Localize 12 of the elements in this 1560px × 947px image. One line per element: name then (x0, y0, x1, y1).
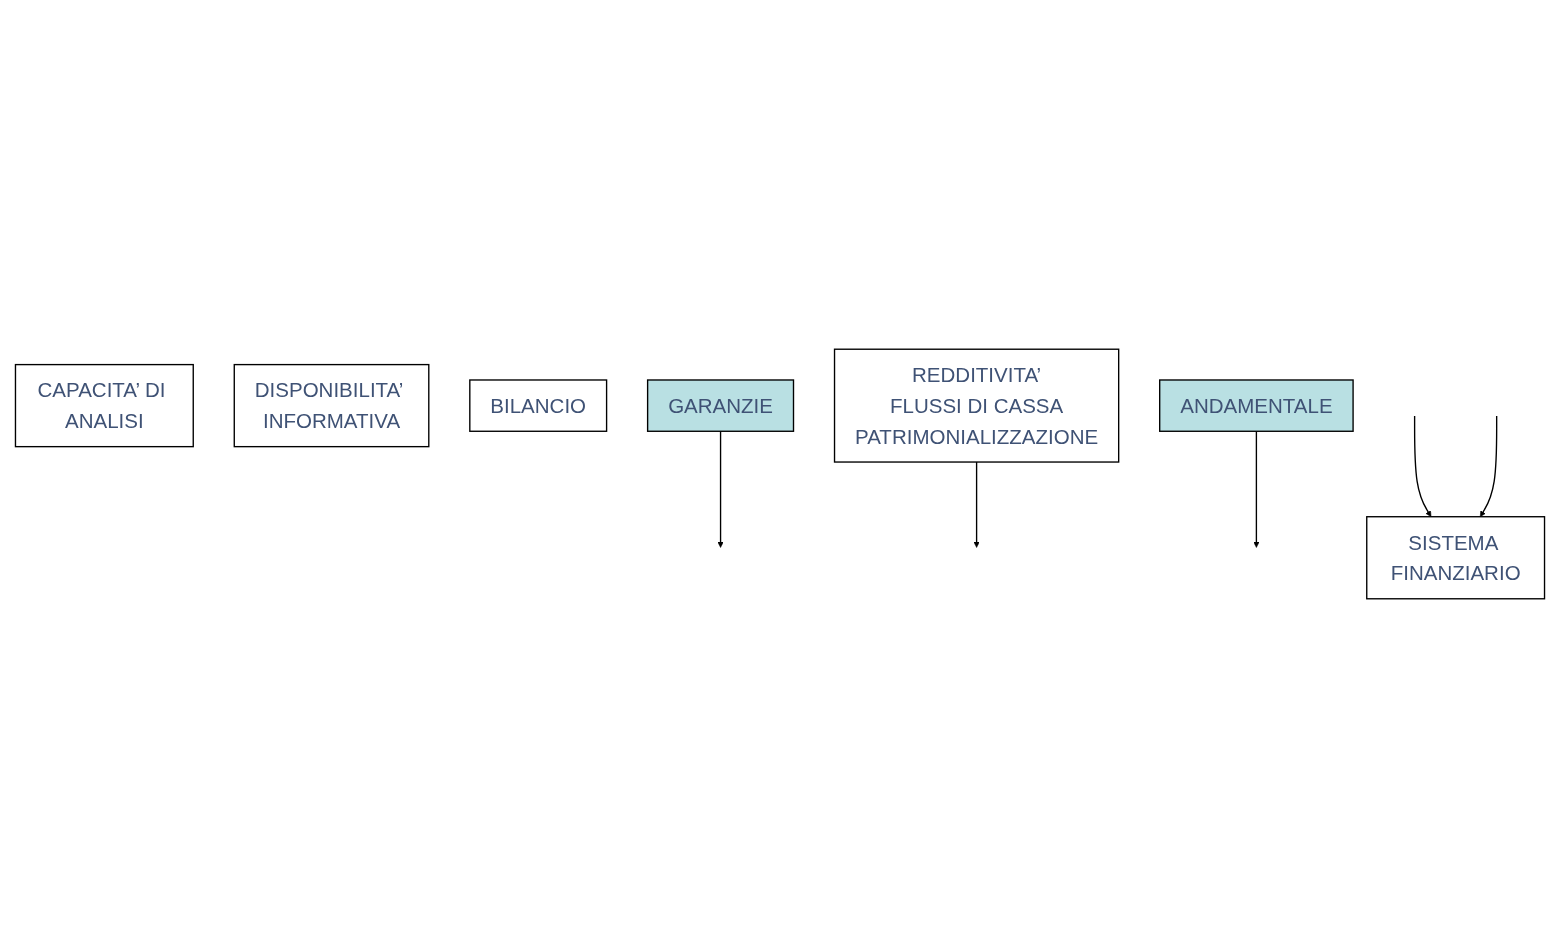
arrow (1480, 414, 1498, 517)
arrow (1413, 414, 1432, 517)
arrow (717, 430, 724, 548)
node-box: SISTEMA FINANZIARIO (1366, 515, 1546, 599)
node-box: DISPONIBILITA’ INFORMATIVA (233, 363, 430, 447)
node-box: REDDITIVITA’ FLUSSI DI CASSA PATRIMONIALIZZAZIONE (833, 348, 1120, 463)
node-box: ANDAMENTALE (1159, 378, 1354, 432)
node-box: BILANCIO (469, 378, 608, 432)
arrow (1253, 430, 1260, 548)
node-box: GARANZIE (646, 378, 795, 432)
arrow (973, 460, 980, 548)
node-box: CAPACITA’ DI ANALISI (14, 363, 194, 447)
